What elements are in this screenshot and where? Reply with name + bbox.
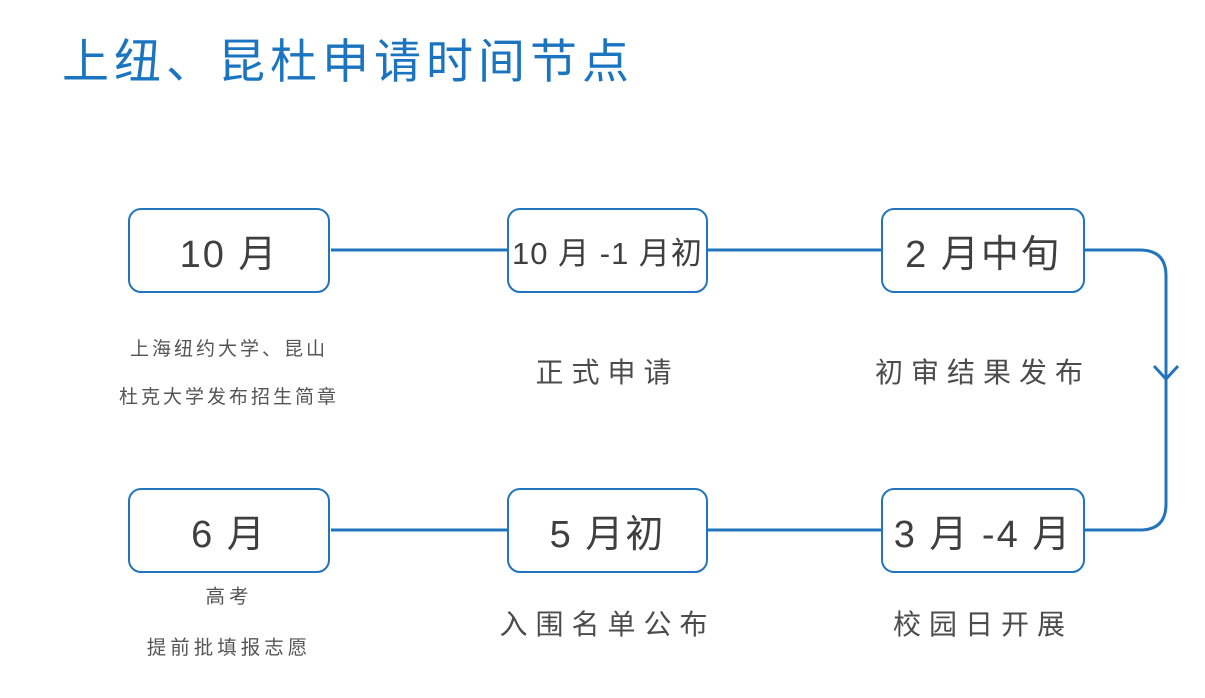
timeline-label: 校园日开展 <box>893 601 1073 649</box>
period-text: 6 月 <box>191 514 267 556</box>
arrow-down-icon <box>1152 364 1180 382</box>
label-line: 入围名单公布 <box>499 609 716 640</box>
page-title: 上纽、昆杜申请时间节点 <box>62 35 634 88</box>
timeline-box: 10 月 -1 月初 <box>507 208 708 293</box>
label-line: 杜克大学发布招生简章 <box>118 387 340 408</box>
label-line: 高考 <box>205 586 253 608</box>
timeline-node-mid-february: 2 月中旬 初审结果发布 <box>875 208 1085 388</box>
timeline-label: 初审结果发布 <box>875 349 1091 397</box>
timeline-node-march-april: 3 月 -4 月 校园日开展 <box>881 488 1085 640</box>
period-text: 10 月 -1 月初 <box>512 236 703 271</box>
label-line: 正式申请 <box>535 357 680 388</box>
timeline-label: 高考 提前批填报志愿 <box>147 572 312 674</box>
timeline-node-june: 6 月 高考 提前批填报志愿 <box>128 488 330 659</box>
label-line: 初审结果发布 <box>874 357 1092 388</box>
timeline-box: 5 月初 <box>507 488 708 573</box>
timeline-node-early-may: 5 月初 入围名单公布 <box>499 488 708 640</box>
period-text: 5 月初 <box>549 514 666 556</box>
timeline-box: 6 月 <box>128 488 330 573</box>
timeline-node-oct-jan: 10 月 -1 月初 正式申请 <box>507 208 708 388</box>
timeline-label: 入围名单公布 <box>499 601 715 649</box>
timeline-label: 正式申请 <box>535 349 679 397</box>
timeline-node-october: 10 月 上海纽约大学、昆山 杜克大学发布招生简章 <box>119 208 336 408</box>
label-line: 上海纽约大学、昆山 <box>129 339 329 360</box>
period-text: 10 月 <box>179 234 279 276</box>
label-line: 提前批填报志愿 <box>146 637 312 659</box>
timeline-box: 3 月 -4 月 <box>881 488 1085 573</box>
period-text: 2 月中旬 <box>905 234 1061 276</box>
label-line: 校园日开展 <box>892 609 1074 640</box>
period-text: 3 月 -4 月 <box>893 514 1073 556</box>
timeline-box: 10 月 <box>128 208 330 293</box>
connector-wrap-around <box>1083 248 1168 532</box>
timeline-box: 2 月中旬 <box>881 208 1085 293</box>
timeline-label: 上海纽约大学、昆山 杜克大学发布招生简章 <box>119 326 339 422</box>
